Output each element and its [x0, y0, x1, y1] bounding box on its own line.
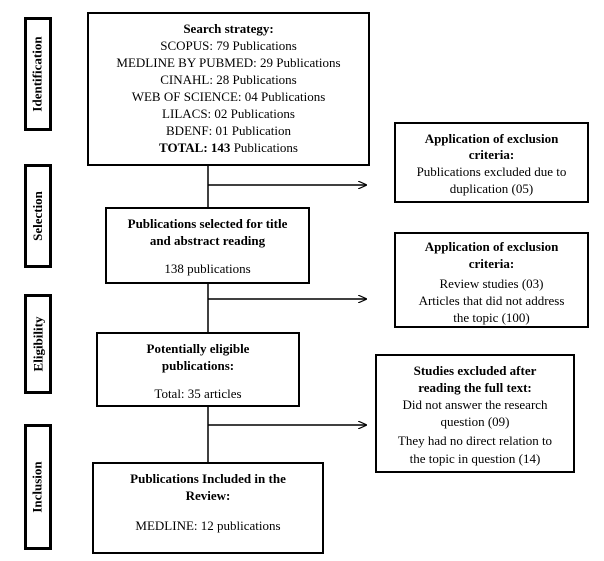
eligible-publications-box: Potentially eligible publications: Total…: [96, 332, 300, 407]
exclusion2-line-1: Review studies (03): [439, 276, 544, 291]
exclusion2-title-2: criteria:: [468, 256, 515, 271]
eligible-count: Total: 35 articles: [154, 386, 242, 401]
stage-eligibility: Eligibility: [24, 294, 52, 394]
exclusion1-line-1: Publications excluded due to: [416, 164, 567, 179]
exclusion3-line-4: the topic in question (14): [409, 451, 541, 466]
search-total-unit: Publications: [230, 140, 298, 155]
search-line-bdenf: BDENF: 01 Publication: [166, 123, 291, 138]
search-strategy-box: Search strategy: SCOPUS: 79 Publications…: [87, 12, 370, 166]
search-line-medline: MEDLINE BY PUBMED: 29 Publications: [116, 55, 341, 70]
exclusion3-title-1: Studies excluded after: [413, 363, 537, 378]
stage-selection: Selection: [24, 164, 52, 268]
search-strategy-title: Search strategy:: [183, 21, 274, 36]
exclusion1-title-2: criteria:: [468, 147, 515, 162]
selected-title-1: Publications selected for title: [127, 216, 288, 231]
eligible-title-1: Potentially eligible: [146, 341, 250, 356]
included-count: MEDLINE: 12 publications: [135, 518, 281, 533]
exclusion3-title-2: reading the full text:: [418, 380, 532, 395]
stage-inclusion: Inclusion: [24, 424, 52, 550]
search-line-scopus: SCOPUS: 79 Publications: [160, 38, 297, 53]
stage-identification: Identification: [24, 17, 52, 131]
search-line-cinahl: CINAHL: 28 Publications: [160, 72, 297, 87]
exclusion1-title-1: Application of exclusion: [424, 131, 559, 146]
search-line-lilacs: LILACS: 02 Publications: [162, 106, 295, 121]
exclusion-box-full-text: Studies excluded after reading the full …: [375, 354, 575, 473]
exclusion3-line-1: Did not answer the research: [402, 397, 548, 412]
search-line-wos: WEB OF SCIENCE: 04 Publications: [131, 89, 326, 104]
search-total: TOTAL: 143 Publications: [89, 139, 368, 156]
exclusion2-line-2: Articles that did not address: [418, 293, 565, 308]
included-title-1: Publications Included in the: [130, 471, 286, 486]
selected-publications-box: Publications selected for title and abst…: [105, 207, 310, 284]
selected-title-2: and abstract reading: [149, 233, 266, 248]
exclusion3-line-3: They had no direct relation to: [397, 433, 553, 448]
exclusion2-title-1: Application of exclusion: [424, 239, 559, 254]
included-title-2: Review:: [185, 488, 231, 503]
exclusion-box-duplicates: Application of exclusion criteria: Publi…: [394, 122, 589, 203]
search-total-label: TOTAL: 143: [159, 140, 231, 155]
included-publications-box: Publications Included in the Review: MED…: [92, 462, 324, 554]
exclusion2-line-3: the topic (100): [453, 310, 530, 325]
selected-count: 138 publications: [164, 261, 251, 276]
exclusion3-line-2: question (09): [440, 414, 510, 429]
exclusion1-line-2: duplication (05): [449, 181, 534, 196]
eligible-title-2: publications:: [161, 358, 235, 373]
exclusion-box-review: Application of exclusion criteria: Revie…: [394, 232, 589, 328]
